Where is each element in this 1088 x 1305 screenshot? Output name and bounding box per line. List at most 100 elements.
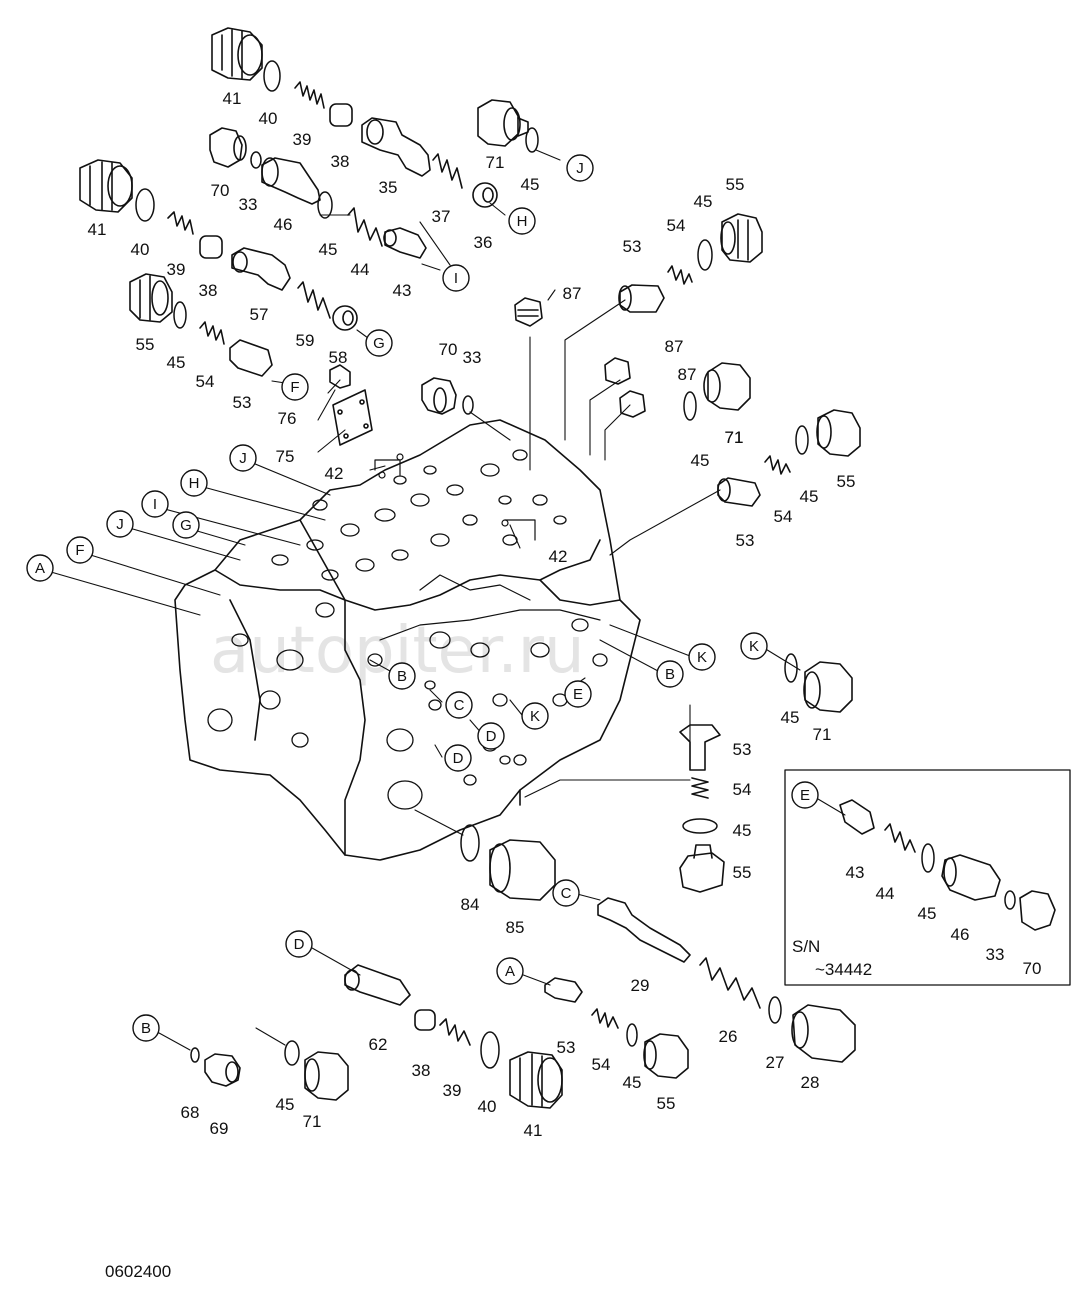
part-number-label: 84 xyxy=(461,895,480,914)
reference-letter: H xyxy=(517,213,528,230)
part-number-label: 41 xyxy=(88,220,107,239)
sleeve-38-b xyxy=(199,235,223,259)
reference-circle-label: J xyxy=(566,154,594,182)
bracket-42 xyxy=(374,453,536,541)
piston-53-d xyxy=(679,724,721,771)
reference-circle xyxy=(141,490,169,518)
reference-circle xyxy=(365,329,393,357)
part-number-label: 71 xyxy=(303,1112,322,1131)
reference-circle xyxy=(740,632,768,660)
reference-circle-label: H xyxy=(508,207,536,235)
part-labels: 4140393835373671457033464544434140393857… xyxy=(88,89,1042,1140)
plate-75 xyxy=(332,389,373,446)
inset-serial-range: ~34442 xyxy=(815,960,872,979)
inset-serial-label: S/N xyxy=(792,937,820,956)
part-number-label: 54 xyxy=(667,216,686,235)
plug-41-mid xyxy=(79,159,133,213)
part-number-label: 55 xyxy=(657,1094,676,1113)
plug-87-low xyxy=(619,390,646,418)
reference-circle-label: K xyxy=(740,632,768,660)
plug-71-bottom xyxy=(304,1051,349,1101)
sleeve-38-c xyxy=(414,1009,436,1031)
piston-53-c xyxy=(717,477,761,507)
part-number-label: 43 xyxy=(393,281,412,300)
reference-circle xyxy=(106,510,134,538)
reference-circle-label: B xyxy=(388,662,416,690)
reference-letter: J xyxy=(239,450,247,467)
reference-circle-label: A xyxy=(496,957,524,985)
part-number-label: 41 xyxy=(223,89,242,108)
spring-54-right xyxy=(764,455,791,475)
part-number-label: 40 xyxy=(259,109,278,128)
plug-70-inset xyxy=(1019,890,1056,931)
plug-41-bottom xyxy=(509,1051,563,1109)
part-number-label: 46 xyxy=(274,215,293,234)
o-rings xyxy=(135,60,1016,1069)
reference-circle xyxy=(172,511,200,539)
plug-70-a xyxy=(209,127,247,168)
part-number-label: 54 xyxy=(592,1055,611,1074)
reference-circle-label: G xyxy=(172,511,200,539)
reference-letter: D xyxy=(486,728,497,745)
reference-circle-label: H xyxy=(180,469,208,497)
part-number-label: 39 xyxy=(443,1081,462,1100)
part-number-label: 71 xyxy=(725,428,744,447)
part-number-label: 40 xyxy=(131,240,150,259)
part-number-label: 41 xyxy=(524,1121,543,1140)
plug-41-top xyxy=(211,27,263,81)
part-number-label: 70 xyxy=(211,181,230,200)
spring-44-inset xyxy=(884,823,916,853)
plug-87-mid xyxy=(604,357,631,385)
reference-circle-label: F xyxy=(281,373,309,401)
piston-43 xyxy=(383,227,427,259)
part-number-label: 46 xyxy=(951,925,970,944)
plug-71-right xyxy=(703,362,751,411)
part-number-label: 40 xyxy=(478,1097,497,1116)
reference-letter: C xyxy=(561,885,572,902)
part-number-label: 26 xyxy=(719,1027,738,1046)
part-number-label: 71 xyxy=(813,725,832,744)
part-number-label: 45 xyxy=(800,487,819,506)
part-number-label: 39 xyxy=(293,130,312,149)
spring-26 xyxy=(699,957,761,1009)
part-number-label: 53 xyxy=(623,237,642,256)
reference-letter: B xyxy=(665,666,675,683)
plug-55-center xyxy=(679,844,725,893)
plug-87-top xyxy=(514,297,543,327)
part-number-label: 54 xyxy=(733,780,752,799)
reference-letter: K xyxy=(530,708,540,725)
spool-62 xyxy=(344,964,411,1006)
part-number-label: 59 xyxy=(296,331,315,350)
part-number-label: 55 xyxy=(726,175,745,194)
part-number-label: 36 xyxy=(474,233,493,252)
reference-letter: G xyxy=(373,335,385,352)
spring-39-mid xyxy=(167,211,194,235)
reference-circle-label: D xyxy=(477,722,505,750)
part-number-label: 45 xyxy=(623,1073,642,1092)
part-number-label: 68 xyxy=(181,1103,200,1122)
reference-letter: B xyxy=(397,668,407,685)
part-number-label: 38 xyxy=(199,281,218,300)
part-number-label: 55 xyxy=(136,335,155,354)
reference-circle xyxy=(566,154,594,182)
part-number-label: 87 xyxy=(563,284,582,303)
reference-letter: F xyxy=(75,542,84,559)
reference-circle xyxy=(281,373,309,401)
reference-circle-label: A xyxy=(26,554,54,582)
reference-circle xyxy=(656,660,684,688)
part-number-label: 44 xyxy=(351,260,370,279)
part-number-label: 85 xyxy=(506,918,525,937)
part-number-label: 53 xyxy=(733,740,752,759)
part-number-label: 69 xyxy=(210,1119,229,1138)
part-number-label: 55 xyxy=(837,472,856,491)
part-number-label: 53 xyxy=(557,1038,576,1057)
spring-37 xyxy=(432,153,463,189)
reference-circle xyxy=(285,930,313,958)
part-number-label: 75 xyxy=(276,447,295,466)
inset-box xyxy=(784,769,1071,986)
reference-letter: D xyxy=(294,936,305,953)
part-number-label: 87 xyxy=(665,337,684,356)
reference-circle xyxy=(552,879,580,907)
reference-letter: J xyxy=(576,160,584,177)
